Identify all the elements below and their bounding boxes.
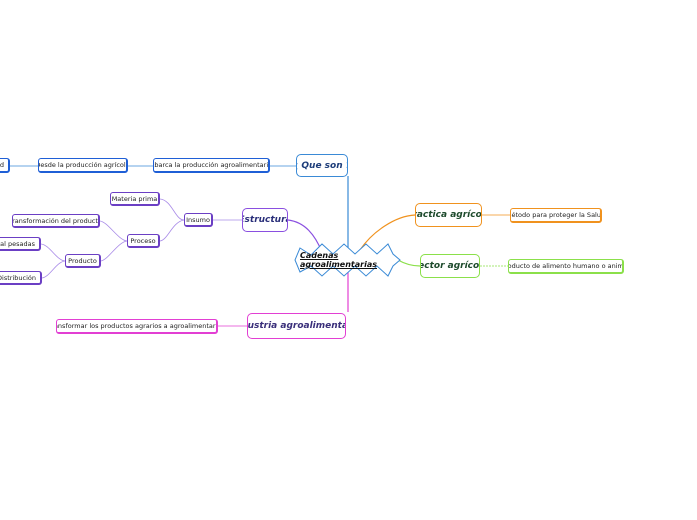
que-son-child-abarca[interactable]: Abarca la producción agroalimentaria	[153, 158, 270, 173]
producto-node[interactable]: Producto	[65, 254, 101, 268]
materia-prima-node[interactable]: Materia prima	[110, 192, 160, 206]
connector-estructura	[287, 219, 323, 253]
connector-transformacion	[99, 220, 128, 242]
connector-practica	[359, 214, 416, 251]
pesadas-node[interactable]: …espal pesadas	[0, 237, 41, 251]
industria-node[interactable]: Industria agroalimentaria	[247, 313, 346, 339]
connector-proceso	[159, 219, 185, 242]
estructura-node[interactable]: Estructura	[242, 208, 288, 232]
connector-producto	[100, 240, 128, 262]
connector-materia	[159, 198, 185, 221]
que-son-node[interactable]: ¿ Que son ?	[296, 154, 348, 177]
industria-child[interactable]: Transformar los productos agrarios a agr…	[56, 319, 218, 334]
que-son-child-desde[interactable]: Desde la producción agrícola	[38, 158, 128, 173]
central-starburst	[294, 243, 401, 277]
connector-sector	[397, 259, 421, 267]
transformacion-node[interactable]: Transformación del producto	[12, 214, 100, 228]
practica-node[interactable]: Practica agrícola	[415, 203, 482, 227]
practica-child[interactable]: Método para proteger la Salud	[510, 208, 602, 223]
sector-child[interactable]: Producto de alimento humano o animal	[508, 259, 624, 274]
connector-pesadas	[40, 243, 66, 262]
proceso-node[interactable]: Proceso	[127, 234, 160, 248]
connector-distribucion	[41, 260, 66, 279]
que-son-child-clipped[interactable]: …ad	[0, 158, 10, 173]
distribucion-node[interactable]: Distribución	[0, 271, 42, 285]
central-topic[interactable]: Cadenas agroalimentarias	[300, 251, 377, 269]
sector-node[interactable]: Sector agrícola	[420, 254, 480, 278]
insumo-node[interactable]: Insumo	[184, 213, 213, 227]
